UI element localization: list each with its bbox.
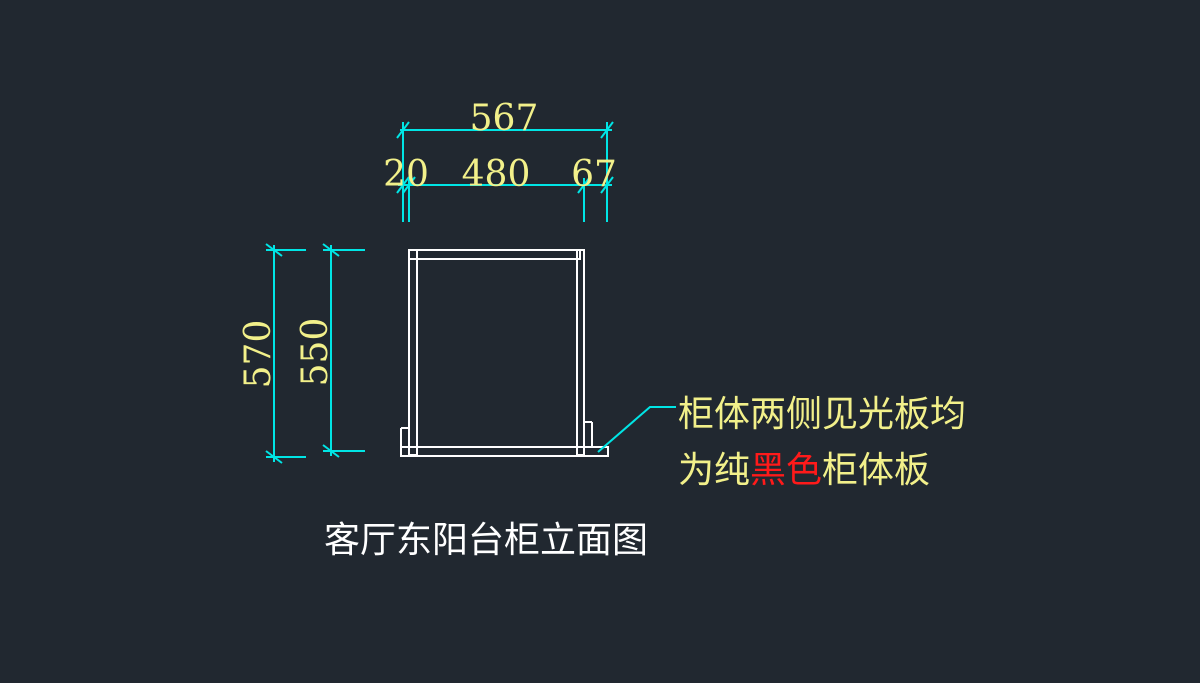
dim-label-right-thickness: 67 (571, 154, 617, 195)
dim-label-left-thickness: 20 (383, 154, 429, 195)
cabinet-top-rail (408, 249, 581, 260)
dim-tick-570-bottom (265, 450, 283, 464)
dim-tick-550-top (322, 243, 340, 257)
dim-tick-seg-3 (577, 176, 591, 194)
dim-tick-total-left (396, 121, 410, 139)
cabinet-outline (400, 249, 609, 457)
dim-tick-570-top (265, 243, 283, 257)
horizontal-dimensions (396, 121, 614, 222)
dim-tick-550-bottom (322, 444, 340, 458)
dim-label-total-height: 570 (238, 320, 279, 389)
note-line-2-suffix: 柜体板 (822, 450, 930, 491)
note-line-2-prefix: 为纯 (678, 450, 750, 491)
dim-tick-total-right (600, 121, 614, 139)
dim-label-inner-height: 550 (295, 318, 336, 387)
cabinet-right-panel (576, 249, 585, 456)
dim-label-total-width: 567 (470, 98, 539, 139)
note-line-2: 为纯黑色柜体板 (678, 450, 930, 491)
dim-tick-seg-2 (402, 176, 416, 194)
note: 柜体两侧见光板均 为纯黑色柜体板 (678, 394, 966, 491)
dim-tick-seg-1 (396, 176, 410, 194)
vertical-dimensions (265, 243, 365, 464)
dim-tick-seg-4 (600, 176, 614, 194)
note-leader (597, 406, 676, 453)
dim-label-inner-width: 480 (462, 154, 531, 195)
cabinet-left-panel (408, 249, 418, 456)
drawing-caption: 客厅东阳台柜立面图 (324, 520, 648, 561)
note-line-2-highlight: 黑色 (750, 450, 822, 491)
note-leader-line (597, 406, 676, 453)
note-line-1: 柜体两侧见光板均 (678, 394, 966, 435)
dimension-labels: 567 20 480 67 570 550 (238, 98, 617, 388)
